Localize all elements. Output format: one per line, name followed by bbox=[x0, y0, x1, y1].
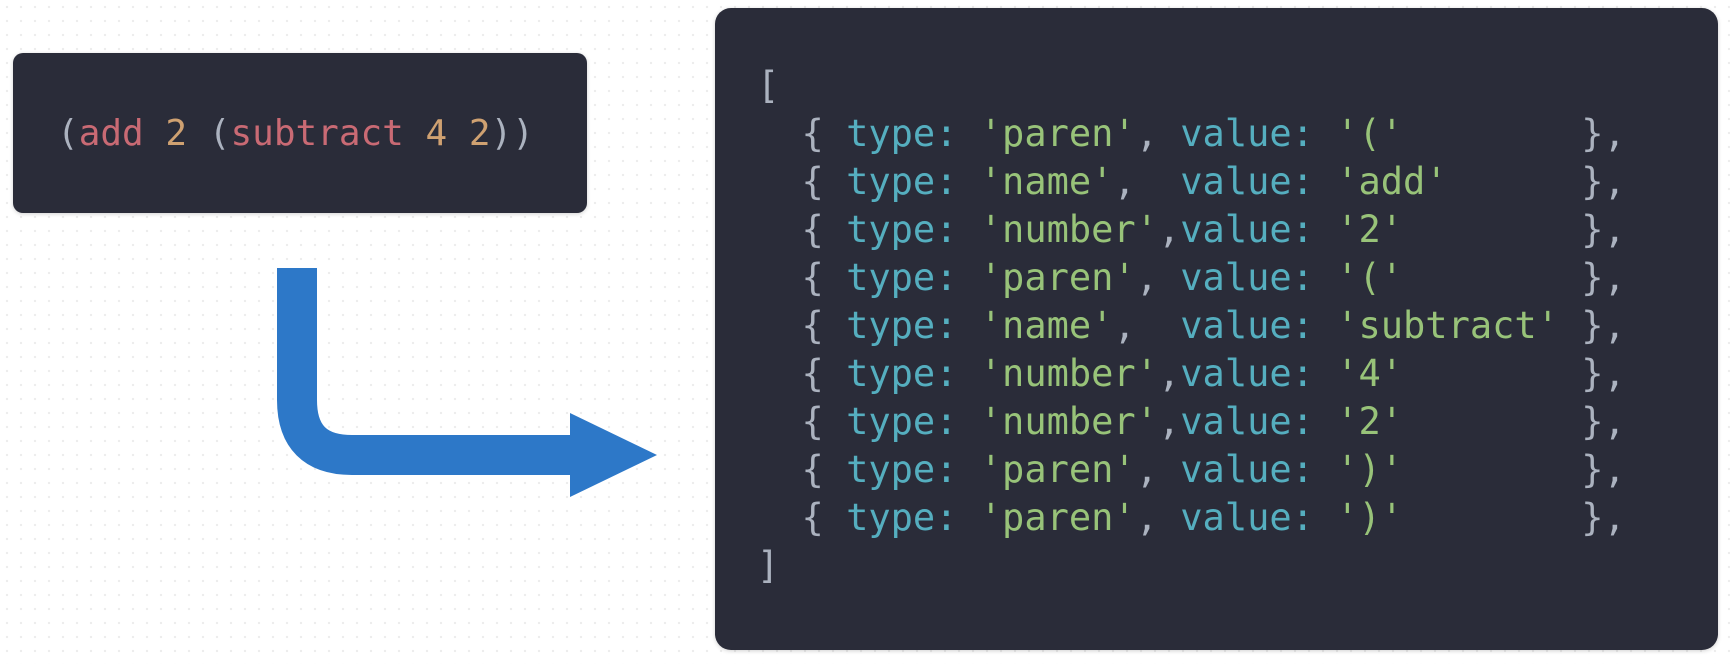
source-code-line: (add 2 (subtract 4 2)) bbox=[57, 112, 534, 154]
array-open-bracket: [ bbox=[757, 64, 780, 107]
source-code-panel: (add 2 (subtract 4 2)) bbox=[13, 53, 587, 213]
token-line: { type: 'paren', value: ')' }, bbox=[757, 448, 1626, 491]
flow-arrow-icon bbox=[277, 268, 657, 497]
token-line: { type: 'name', value: 'add' }, bbox=[757, 160, 1626, 203]
token-line: { type: 'name', value: 'subtract' }, bbox=[757, 304, 1626, 347]
tokens-output-panel: [ { type: 'paren', value: '(' }, { type:… bbox=[715, 8, 1718, 650]
token-line: { type: 'number',value: '2' }, bbox=[757, 208, 1626, 251]
token-line: { type: 'paren', value: '(' }, bbox=[757, 256, 1626, 299]
token-line: { type: 'number',value: '2' }, bbox=[757, 400, 1626, 443]
token-line: { type: 'paren', value: '(' }, bbox=[757, 112, 1626, 155]
array-close-bracket: ] bbox=[757, 544, 780, 587]
token-line: { type: 'paren', value: ')' }, bbox=[757, 496, 1626, 539]
token-lines: { type: 'paren', value: '(' }, { type: '… bbox=[757, 110, 1718, 542]
flow-arrow-head bbox=[570, 413, 657, 497]
flow-arrow-shaft bbox=[277, 268, 572, 475]
token-line: { type: 'number',value: '4' }, bbox=[757, 352, 1626, 395]
